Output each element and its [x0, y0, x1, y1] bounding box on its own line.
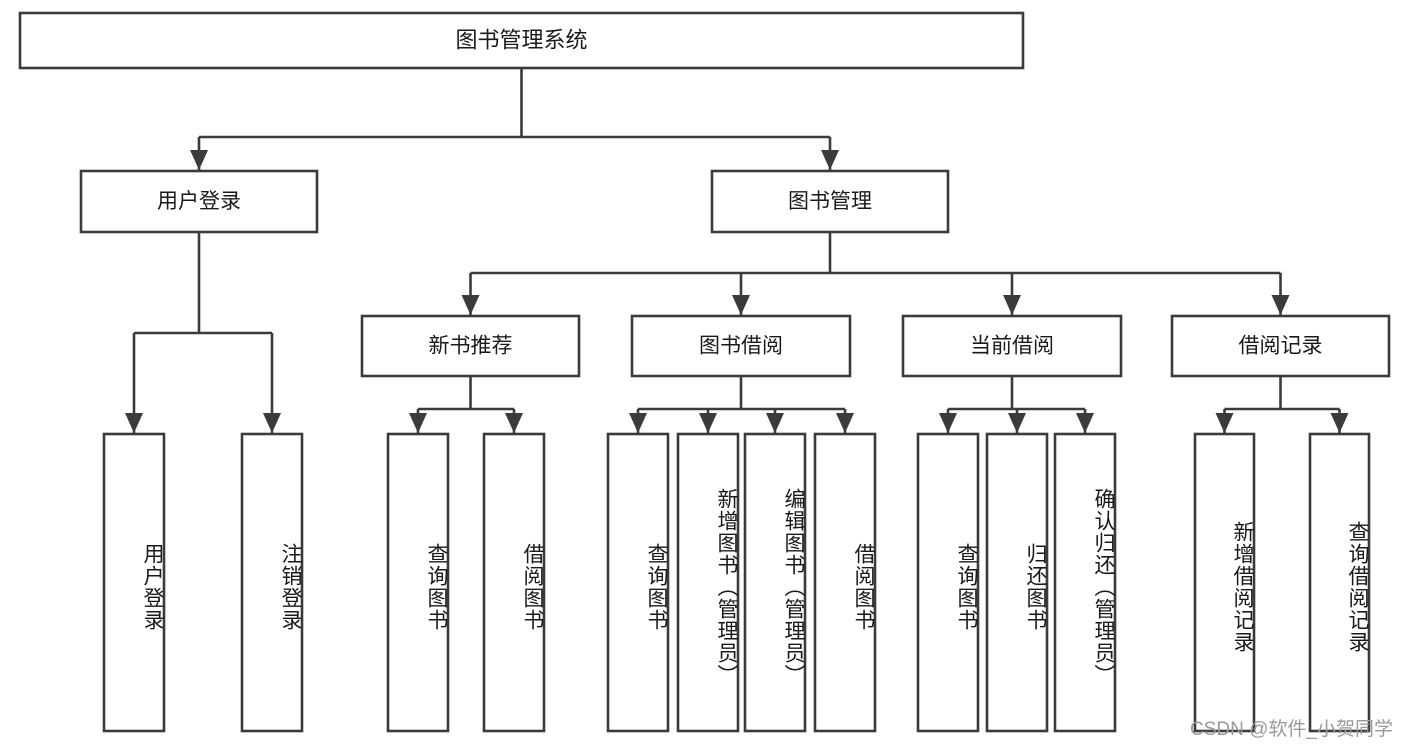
node-box-current-borrow[interactable] — [901, 314, 1123, 378]
node-label-root: 图书管理系统 — [455, 27, 587, 52]
node-box-leaf-borrow-book-1[interactable] — [482, 432, 546, 733]
node-box-leaf-edit-book[interactable] — [743, 432, 807, 733]
book-borrow-arrow-3 — [836, 413, 854, 433]
book-management-arrow-2 — [1003, 295, 1021, 315]
book-management-arrow-1 — [732, 295, 750, 315]
book-borrow-arrow-2 — [766, 413, 784, 433]
user-login-arrow-1 — [263, 413, 281, 433]
csdn-watermark: CSDN @软件_小贺同学 — [1190, 719, 1393, 740]
current-borrow-arrow-1 — [1008, 413, 1026, 433]
node-box-borrow-record[interactable] — [1170, 314, 1391, 378]
connector-layer — [125, 68, 1349, 433]
node-box-leaf-query-book-1[interactable] — [386, 432, 450, 733]
node-label-new-book-recommend: 新书推荐 — [429, 335, 513, 358]
node-label-current-borrow: 当前借阅 — [970, 335, 1054, 358]
node-box-leaf-borrow-book-2[interactable] — [813, 432, 877, 733]
node-label-book-management: 图书管理 — [788, 190, 872, 213]
user-login-arrow-0 — [125, 413, 143, 433]
node-box-leaf-query-book-2[interactable] — [606, 432, 670, 733]
node-box-leaf-query-record[interactable] — [1308, 432, 1371, 733]
node-label-user-login: 用户登录 — [157, 190, 241, 213]
node-box-leaf-add-record[interactable] — [1193, 432, 1256, 733]
borrow-record-arrow-0 — [1215, 413, 1234, 433]
node-box-leaf-query-book-3[interactable] — [916, 432, 980, 733]
new-book-recommend-arrow-1 — [505, 413, 523, 433]
node-box-leaf-confirm-return[interactable] — [1053, 432, 1117, 733]
book-management-arrow-3 — [1271, 295, 1290, 315]
borrow-record-arrow-1 — [1330, 413, 1349, 433]
node-label-borrow-record: 借阅记录 — [1239, 335, 1323, 358]
node-box-leaf-return-book[interactable] — [985, 432, 1049, 733]
node-label-book-borrow: 图书借阅 — [699, 335, 783, 358]
current-borrow-arrow-0 — [939, 413, 957, 433]
node-box-book-borrow[interactable] — [630, 314, 852, 378]
current-borrow-arrow-2 — [1076, 413, 1094, 433]
node-box-new-book-recommend[interactable] — [360, 314, 581, 378]
node-box-layer — [18, 11, 1391, 733]
root-arrow-0 — [190, 150, 208, 170]
node-box-book-management[interactable] — [710, 169, 950, 234]
new-book-recommend-arrow-0 — [409, 413, 427, 433]
book-borrow-arrow-0 — [629, 413, 647, 433]
node-box-leaf-logout[interactable] — [240, 432, 304, 733]
node-box-root[interactable] — [18, 11, 1025, 70]
node-box-user-login[interactable] — [79, 169, 319, 234]
node-box-leaf-user-login[interactable] — [102, 432, 166, 733]
book-borrow-arrow-1 — [699, 413, 717, 433]
book-management-arrow-0 — [461, 295, 480, 315]
node-box-leaf-add-book[interactable] — [676, 432, 740, 733]
root-arrow-1 — [821, 150, 839, 170]
